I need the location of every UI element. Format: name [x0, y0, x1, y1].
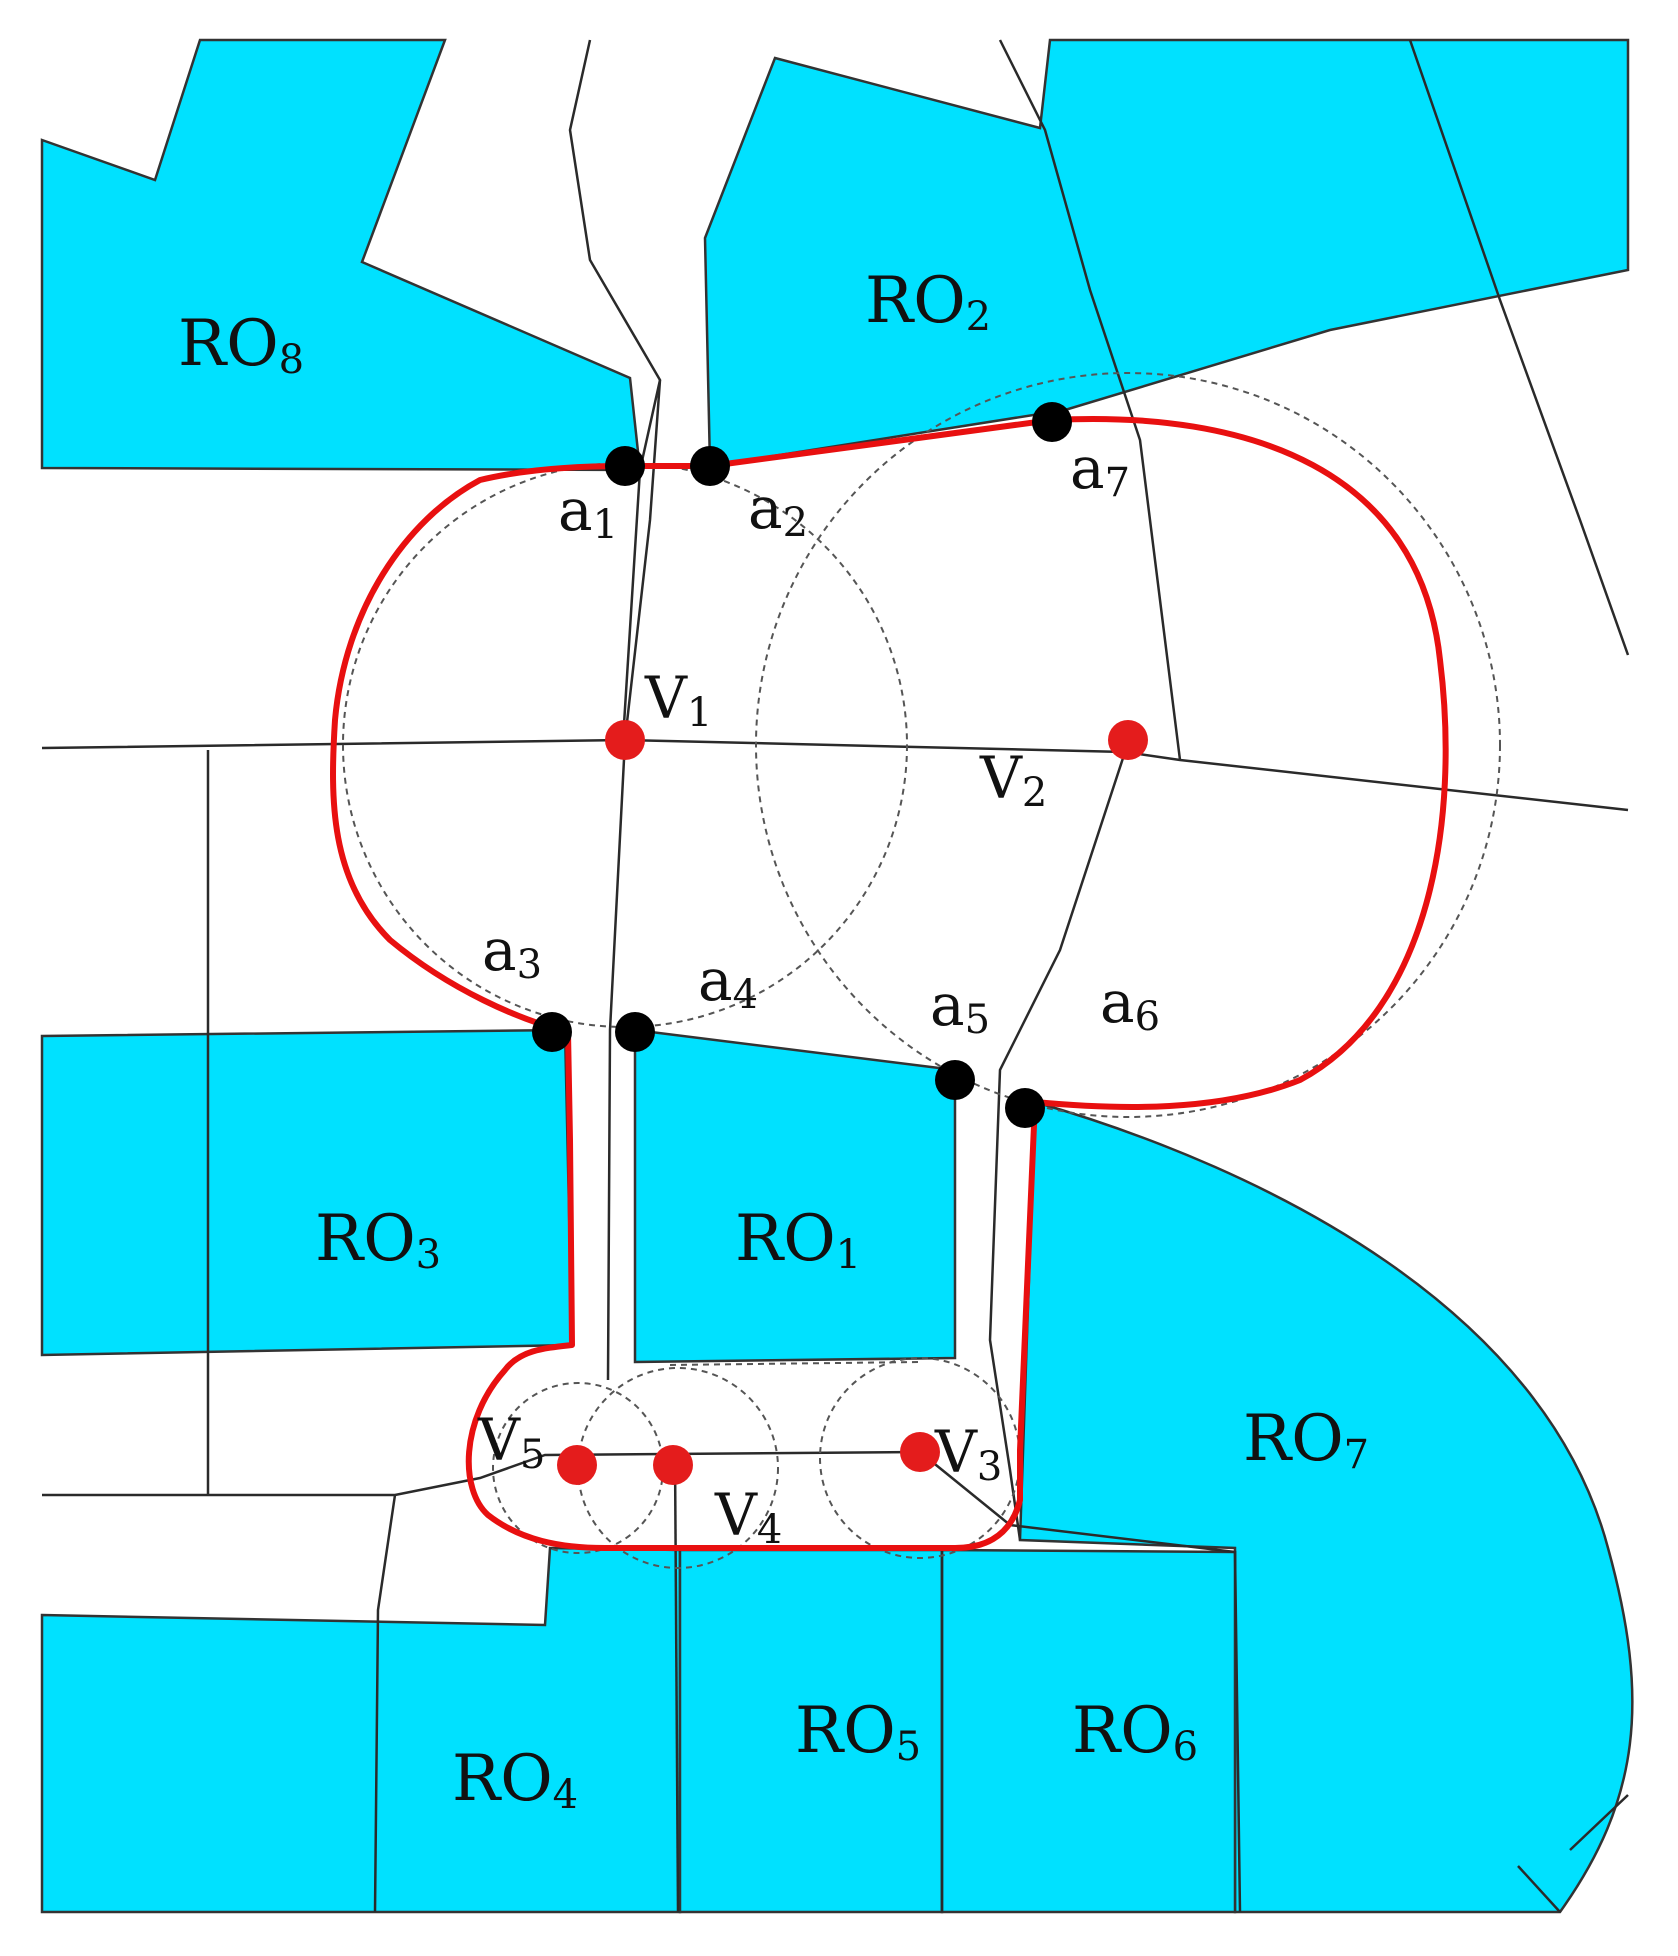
- point-a5[interactable]: [935, 1060, 975, 1100]
- point-a7[interactable]: [1032, 402, 1072, 442]
- regions: [40, 38, 1634, 1914]
- buffer-circle-v2: [755, 372, 1501, 1118]
- buffer-outline: [330, 415, 1449, 1551]
- vertex-points: [557, 720, 1148, 1485]
- label-a5: a5: [930, 971, 990, 1043]
- region-ro8-shape: [40, 38, 642, 472]
- point-v3[interactable]: [900, 1432, 940, 1472]
- intersection-labels: a1 a2 a3 a4 a5 a6 a7: [482, 434, 1160, 1043]
- intersection-points: [532, 402, 1072, 1128]
- label-ro6: RO6: [1072, 1694, 1198, 1770]
- region-ro3-shape: [40, 1028, 574, 1357]
- point-v1[interactable]: [605, 720, 645, 760]
- road-line: [919, 1451, 1242, 1913]
- label-v3: V3: [934, 1418, 1002, 1490]
- point-a6[interactable]: [1005, 1088, 1045, 1128]
- vertex-labels: V1 V2 V3 V4 V5: [477, 664, 1047, 1553]
- label-a4: a4: [698, 946, 758, 1018]
- road-network: [41, 39, 1630, 1913]
- road-line: [41, 738, 1629, 812]
- road-line: [568, 39, 662, 1381]
- point-v4[interactable]: [653, 1445, 693, 1485]
- point-a4[interactable]: [615, 1012, 655, 1052]
- region-ro2-shape: [703, 38, 1630, 468]
- label-ro2: RO2: [865, 264, 991, 340]
- point-v2[interactable]: [1108, 720, 1148, 760]
- label-ro1: RO1: [735, 1202, 861, 1278]
- road-line: [373, 1494, 397, 1913]
- label-ro8: RO8: [178, 307, 304, 383]
- road-line: [1517, 1865, 1561, 1913]
- label-ro4: RO4: [452, 1742, 578, 1818]
- buffer-arc: [669, 1361, 921, 1366]
- road-line: [988, 751, 1127, 1541]
- label-v5: V5: [477, 1406, 545, 1478]
- point-v5[interactable]: [557, 1445, 597, 1485]
- label-ro3: RO3: [315, 1202, 441, 1278]
- point-a1[interactable]: [605, 446, 645, 486]
- region-ro4-shape: [40, 1546, 682, 1914]
- label-v1: V1: [644, 664, 712, 736]
- region-ro1-shape: [633, 1028, 957, 1364]
- label-a1: a1: [558, 476, 618, 548]
- label-v2: V2: [979, 744, 1047, 816]
- label-ro7: RO7: [1243, 1402, 1369, 1478]
- point-a2[interactable]: [690, 446, 730, 486]
- road-line: [998, 39, 1182, 761]
- label-a6: a6: [1100, 968, 1160, 1040]
- region-ro7-shape: [1018, 1100, 1634, 1914]
- road-line: [1569, 1794, 1629, 1851]
- road-line: [673, 1454, 680, 1913]
- label-a7: a7: [1070, 434, 1130, 506]
- road-line: [1408, 39, 1630, 656]
- label-v4: V4: [714, 1481, 782, 1553]
- point-a3[interactable]: [532, 1012, 572, 1052]
- label-a2: a2: [748, 474, 808, 546]
- label-ro5: RO5: [795, 1694, 921, 1770]
- label-a3: a3: [482, 916, 542, 988]
- region-labels: RO1 RO2 RO3 RO4 RO5 RO6 RO7 RO8: [178, 264, 1369, 1818]
